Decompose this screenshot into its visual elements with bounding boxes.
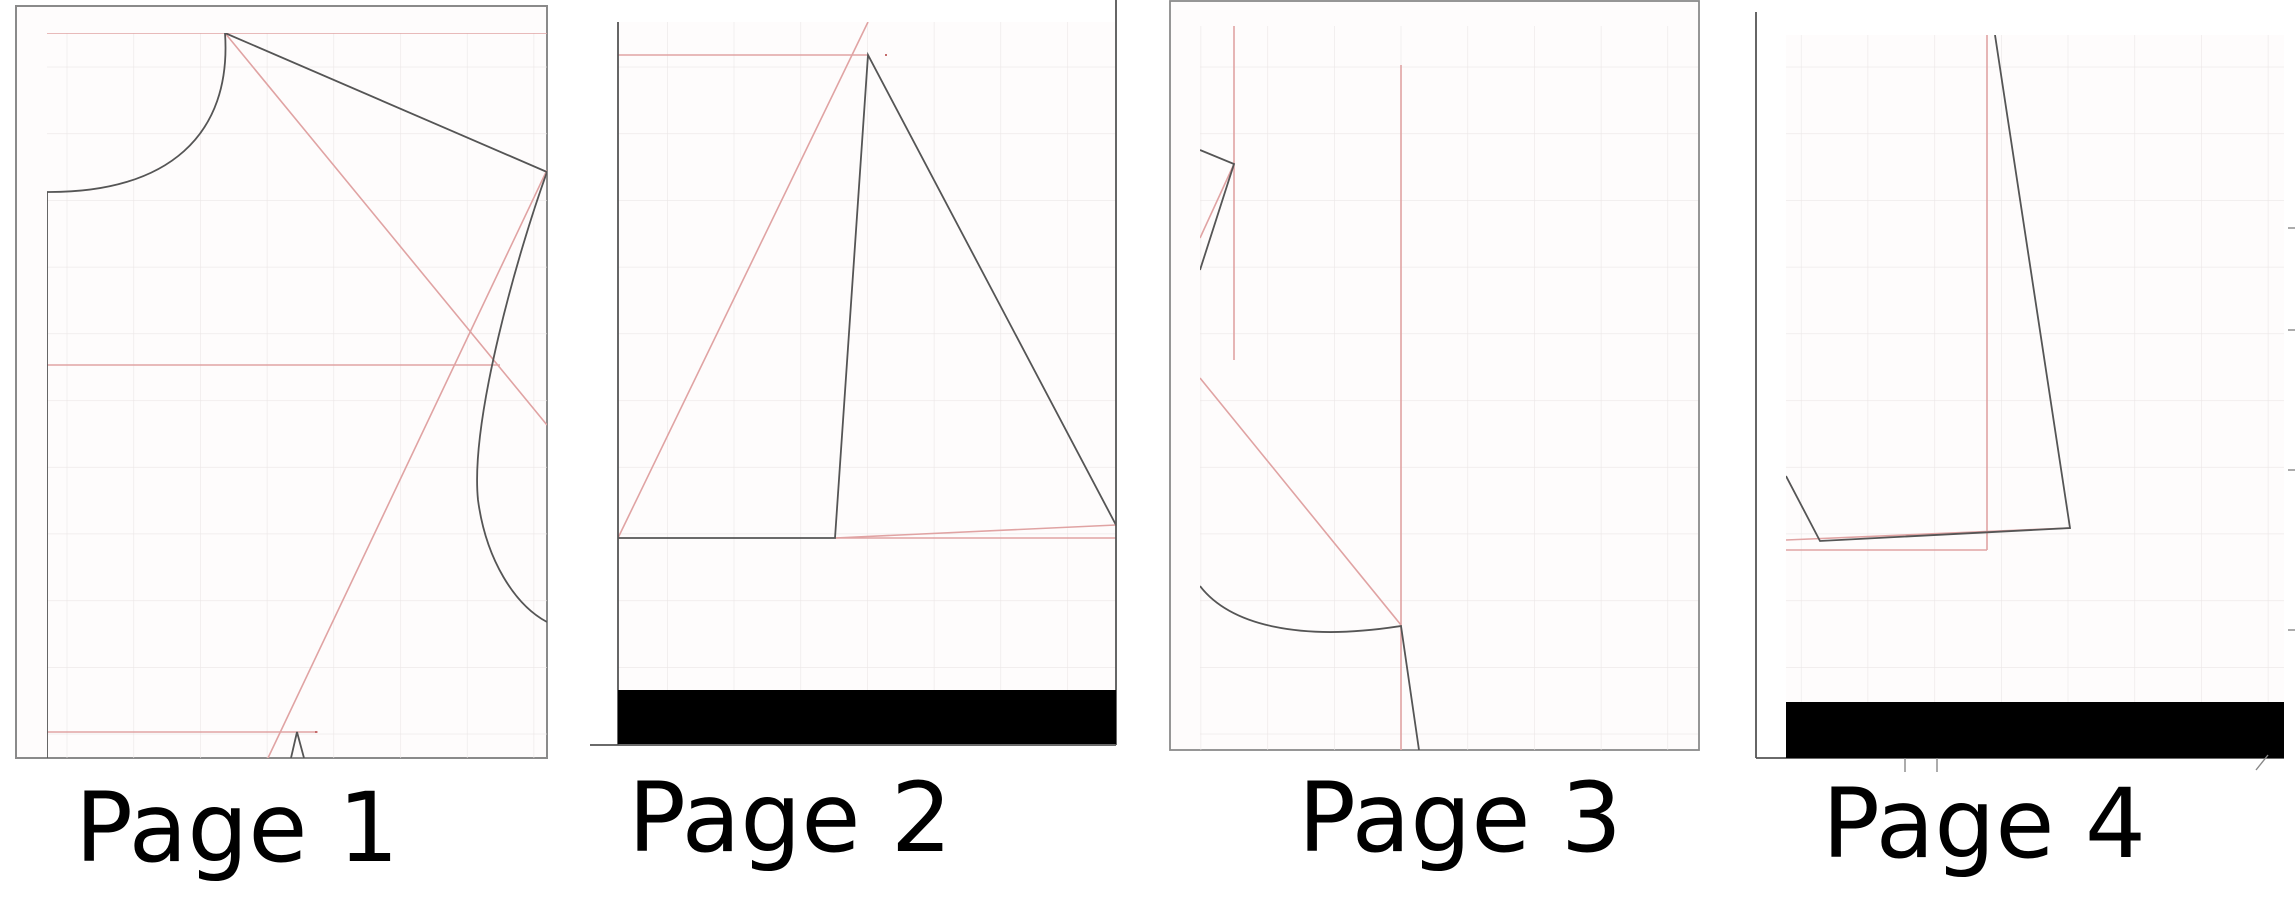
page-2-pattern-outline (618, 51, 1116, 539)
page-1-label: Page 1 (75, 772, 399, 884)
page-1-grid (47, 33, 547, 758)
page-4-black-band (1786, 702, 2284, 758)
page-3-guide-lines (1200, 26, 1402, 750)
page-2-label: Page 2 (628, 762, 952, 874)
page-2-grid (618, 22, 1116, 745)
page-3-pattern-outline (1200, 149, 1420, 750)
page-4-edge-ticks (1904, 227, 2295, 772)
page-1-pattern-outline (47, 33, 547, 758)
page-2-tick (885, 54, 887, 56)
page-4-grid (1786, 35, 2284, 758)
page-1-tick (315, 731, 317, 733)
page-1-sheet (15, 5, 548, 759)
page-4-pattern-outline (1786, 35, 2072, 542)
page-2-black-band (618, 690, 1116, 744)
page-2-guide-lines (618, 22, 1116, 539)
page-2-sheet (590, 0, 1117, 746)
page-4-sheet (1755, 12, 2295, 772)
page-3-sheet (1169, 0, 1700, 751)
page-3-grid (1200, 26, 1698, 750)
page-4-label: Page 4 (1822, 768, 2146, 880)
page-3-label: Page 3 (1298, 762, 1622, 874)
